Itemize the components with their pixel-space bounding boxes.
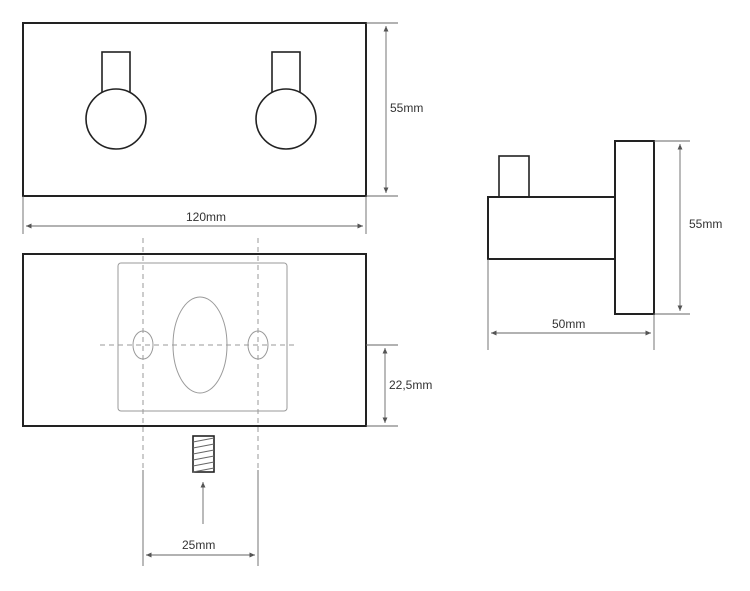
side-depth-dimension: 50mm	[487, 259, 655, 350]
screw-icon	[192, 435, 215, 473]
hook-left	[85, 51, 147, 150]
front-width-dimension: 120mm	[22, 196, 367, 234]
side-hook-arm	[487, 196, 616, 260]
side-hook-tip	[498, 155, 530, 198]
side-depth-label: 50mm	[552, 317, 585, 331]
front-width-label: 120mm	[186, 210, 226, 224]
front-height-label: 55mm	[390, 101, 423, 115]
hole-spacing-dimension: 25mm	[142, 470, 259, 566]
hook-right	[255, 51, 317, 150]
back-plate	[22, 253, 367, 427]
side-view	[487, 140, 655, 315]
hole-offset-dimension: 22,5mm	[366, 344, 432, 427]
hole-offset-label: 22,5mm	[389, 378, 432, 392]
side-height-dimension: 55mm	[654, 140, 722, 315]
back-view	[22, 238, 367, 470]
front-plate	[22, 22, 367, 197]
side-wall-plate	[614, 140, 655, 315]
hole-spacing-label: 25mm	[182, 538, 215, 552]
front-view	[22, 22, 367, 197]
front-height-dimension: 55mm	[366, 22, 423, 197]
mounting-bracket	[117, 262, 288, 412]
side-height-label: 55mm	[689, 217, 722, 231]
